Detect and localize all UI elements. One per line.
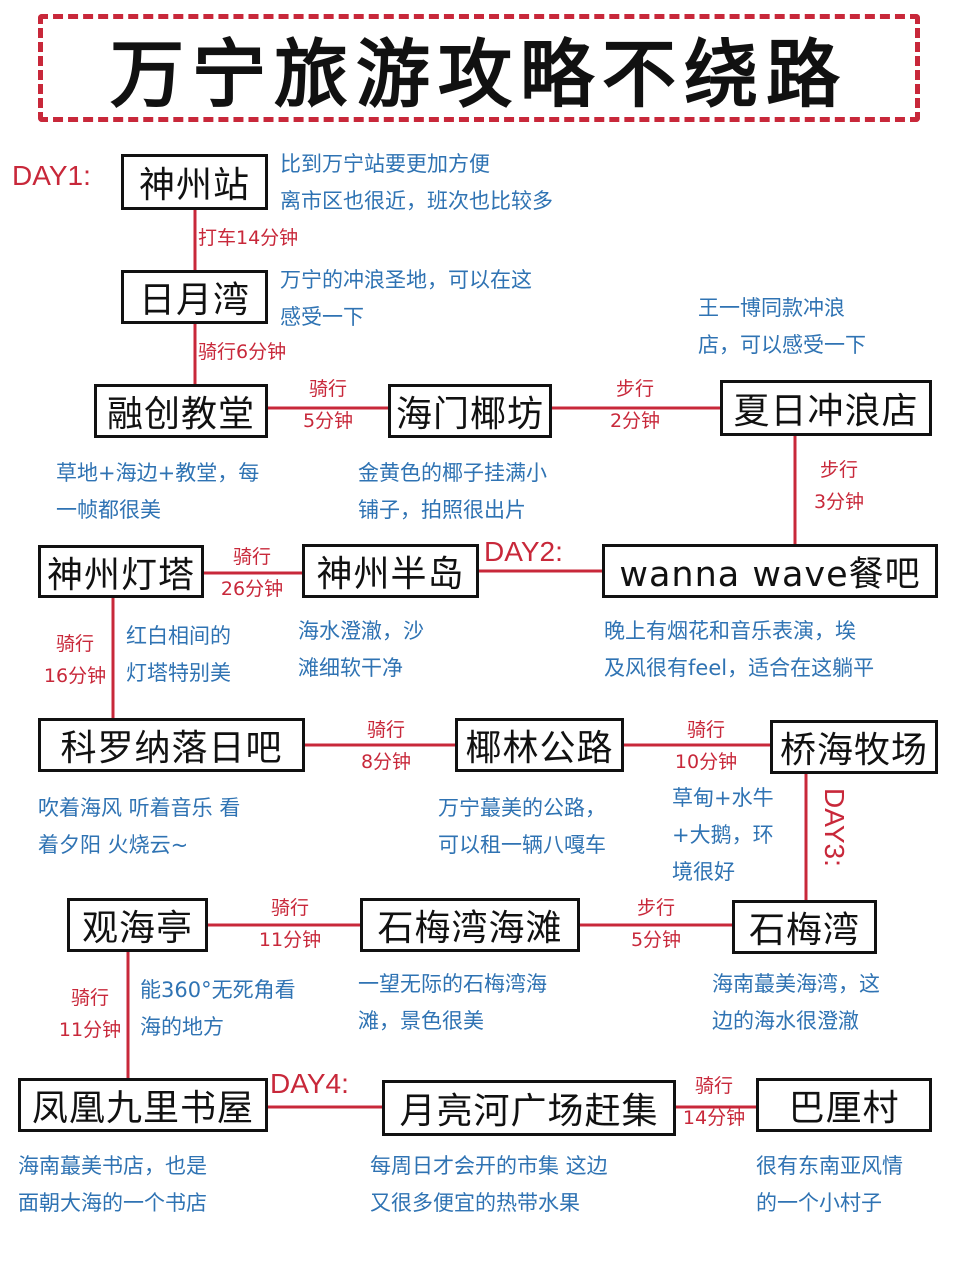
desc-guanhai-pavilion: 能360°无死角看海的地方 — [140, 978, 296, 1039]
edge-label-1: 打车14分钟 — [198, 227, 299, 249]
desc-riyue-bay: 万宁的冲浪圣地，可以在这感受一下 — [280, 268, 532, 329]
node-coconut-road: 椰林公路 — [455, 718, 624, 772]
desc-peninsula: 海水澄澈，沙滩细软干净 — [298, 619, 424, 680]
node-haimen-coconut: 海门椰坊 — [388, 384, 552, 438]
node-guanhai-pavilion: 观海亭 — [67, 898, 208, 952]
desc-shimei-bay: 海南蕞美海湾，这边的海水很澄澈 — [712, 972, 880, 1033]
day1-label: DAY1: — [12, 160, 91, 191]
node-summer-surf-shop: 夏日冲浪店 — [720, 380, 932, 436]
desc-moon-river-market: 每周日才会开的市集 这边又很多便宜的热带水果 — [370, 1154, 608, 1215]
desc-coconut-road: 万宁蕞美的公路，可以租一辆八嘎车 — [438, 796, 606, 857]
node-peninsula: 神州半岛 — [302, 544, 479, 598]
desc-shimei-beach: 一望无际的石梅湾海滩，景色很美 — [358, 972, 547, 1033]
desc-wanna-wave: 晚上有烟花和音乐表演，埃及风很有feel，适合在这躺平 — [604, 619, 875, 680]
node-rongchuang-church: 融创教堂 — [94, 384, 268, 438]
node-moon-river-market: 月亮河广场赶集 — [382, 1080, 676, 1136]
node-shimei-beach: 石梅湾海滩 — [360, 898, 580, 952]
desc-qiaohai-ranch: 草甸+水牛+大鹅，环境很好 — [672, 786, 774, 884]
node-bali-village: 巴厘村 — [756, 1078, 932, 1132]
desc-rongchuang-church: 草地+海边+教堂，每一帧都很美 — [56, 461, 260, 522]
title-banner: 万宁旅游攻略不绕路 — [38, 14, 920, 122]
desc-haimen-coconut: 金黄色的椰子挂满小铺子，拍照很出片 — [358, 461, 547, 522]
node-phoenix-bookstore: 凤凰九里书屋 — [18, 1078, 268, 1132]
edge-label-2: 骑行6分钟 — [198, 341, 287, 363]
day4-label: DAY4: — [270, 1068, 349, 1099]
desc-phoenix-bookstore: 海南蕞美书店，也是面朝大海的一个书店 — [18, 1154, 207, 1215]
desc-shenzhou-station: 比到万宁站要更加方便离市区也很近，班次也比较多 — [280, 152, 553, 213]
desc-lighthouse: 红白相间的灯塔特别美 — [126, 624, 231, 685]
node-shenzhou-station: 神州站 — [121, 154, 268, 210]
node-riyue-bay: 日月湾 — [121, 270, 268, 324]
page-title: 万宁旅游攻略不绕路 — [110, 31, 848, 118]
desc-summer-surf-shop: 王一博同款冲浪店，可以感受一下 — [698, 296, 866, 357]
node-wanna-wave: wanna wave餐吧 — [602, 544, 938, 598]
node-lighthouse: 神州灯塔 — [38, 545, 204, 598]
day3-label: DAY3: — [819, 788, 850, 867]
node-qiaohai-ranch: 桥海牧场 — [770, 720, 938, 774]
desc-bali-village: 很有东南亚风情的一个小村子 — [756, 1154, 903, 1215]
node-shimei-bay: 石梅湾 — [732, 900, 877, 954]
node-corona-bar: 科罗纳落日吧 — [38, 718, 305, 772]
day2-label: DAY2: — [484, 536, 563, 567]
desc-corona-bar: 吹着海风 听着音乐 看着夕阳 火烧云~ — [38, 796, 241, 857]
